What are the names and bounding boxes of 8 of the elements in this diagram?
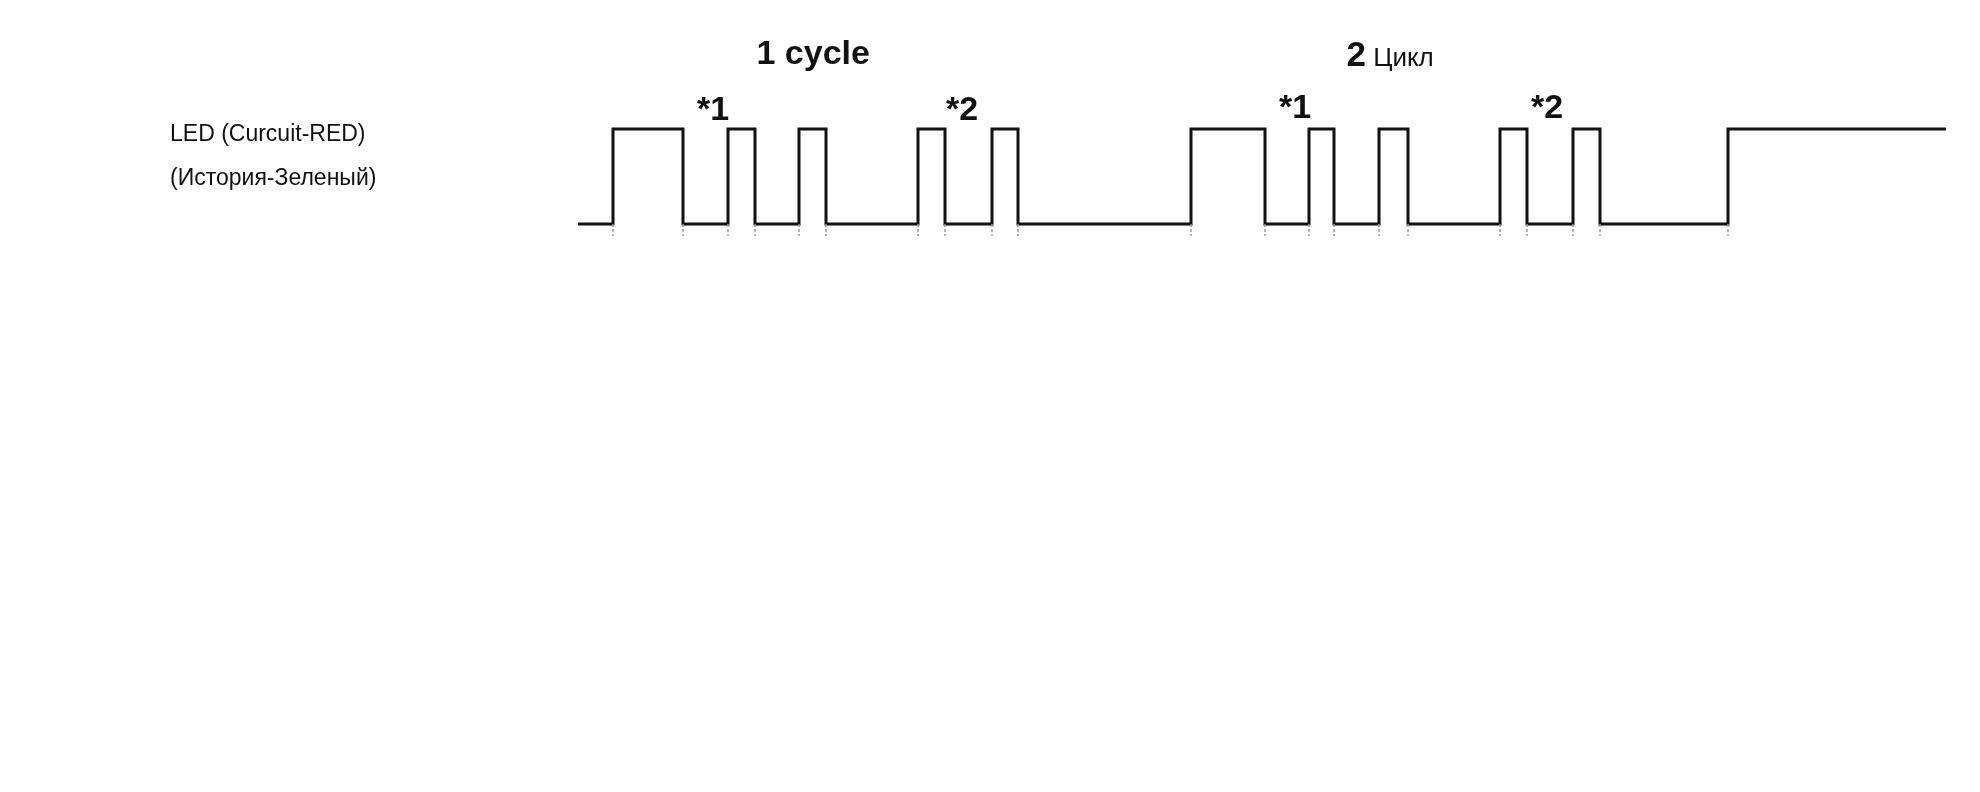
note-marker: *1 — [697, 88, 730, 128]
note-marker: *1 — [1279, 86, 1312, 126]
note-marker: *2 — [1531, 86, 1564, 126]
signal-label: LED (Curcuit-RED) — [170, 120, 366, 147]
cycle-label: 1 cycle — [756, 32, 870, 72]
note-marker: *2 — [946, 88, 979, 128]
signal-label: (История-Зеленый) — [170, 164, 377, 191]
cycle-label: 2 Цикл — [1346, 34, 1434, 75]
